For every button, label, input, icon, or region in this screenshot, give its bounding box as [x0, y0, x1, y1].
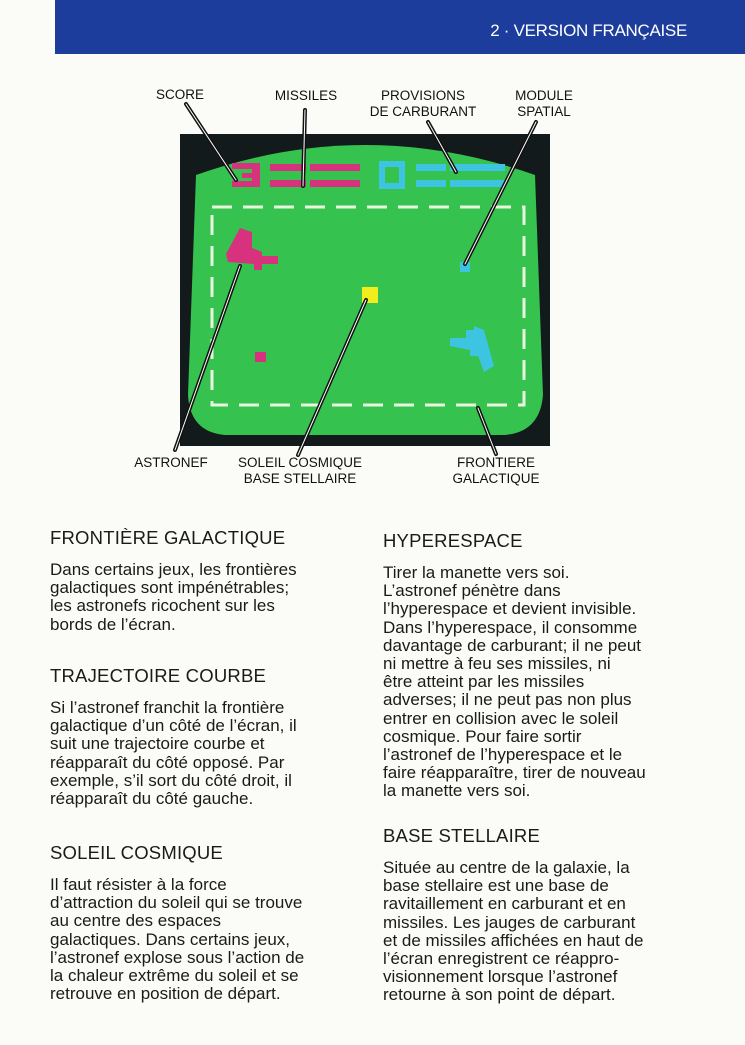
section-heading: HYPERESPACE: [383, 530, 523, 551]
label-soleil-base: SOLEIL COSMIQUE BASE STELLAIRE: [237, 455, 363, 486]
page-header-title: 2 · VERSION FRANÇAISE: [490, 21, 687, 40]
section-trajectoire-courbe: TRAJECTOIRE COURBE Si l’astronef franchi…: [50, 665, 380, 808]
score-digit: [232, 163, 260, 187]
module-spatial: [460, 262, 470, 272]
section-body: Il faut résister à la force d’attraction…: [50, 875, 305, 1004]
missile-gauge: [270, 164, 360, 187]
section-heading: SOLEIL COSMIQUE: [50, 842, 223, 863]
section-body: Si l’astronef franchit la frontière gala…: [50, 698, 297, 809]
section-base-stellaire: BASE STELLAIRE Située au centre de la ga…: [383, 825, 713, 1005]
section-soleil-cosmique: SOLEIL COSMIQUE Il faut résister à la fo…: [50, 842, 380, 1003]
section-frontiere-galactique: FRONTIÈRE GALACTIQUE Dans certains jeux,…: [50, 527, 380, 634]
section-body: Tirer la manette vers soi. L’astronef pé…: [383, 563, 646, 801]
galactic-border: [210, 205, 526, 407]
pointer-lines: [173, 102, 538, 457]
label-astronef: ASTRONEF: [134, 455, 208, 470]
astronef-player1: [226, 228, 278, 270]
section-hyperespace: HYPERESPACE Tirer la manette vers soi. L…: [383, 530, 713, 801]
player2-score: [379, 161, 405, 189]
page-header-bar: 2 · VERSION FRANÇAISE: [55, 0, 745, 54]
section-body: Située au centre de la galaxie, la base …: [383, 858, 644, 1005]
label-module: MODULE SPATIAL: [515, 88, 573, 119]
astronef-missile: [255, 352, 266, 362]
label-missiles: MISSILES: [274, 88, 338, 103]
astronef-player2: [450, 326, 494, 372]
label-fuel: PROVISIONS DE CARBURANT: [369, 88, 477, 119]
section-body: Dans certains jeux, les frontières galac…: [50, 560, 297, 634]
section-heading: FRONTIÈRE GALACTIQUE: [50, 527, 286, 548]
game-screen-diagram: [173, 102, 550, 457]
label-score: SCORE: [155, 87, 204, 102]
section-heading: TRAJECTOIRE COURBE: [50, 665, 267, 686]
section-heading: BASE STELLAIRE: [383, 825, 541, 846]
label-frontiere: FRONTIERE GALACTIQUE: [452, 455, 540, 486]
fuel-gauge: [416, 164, 505, 187]
